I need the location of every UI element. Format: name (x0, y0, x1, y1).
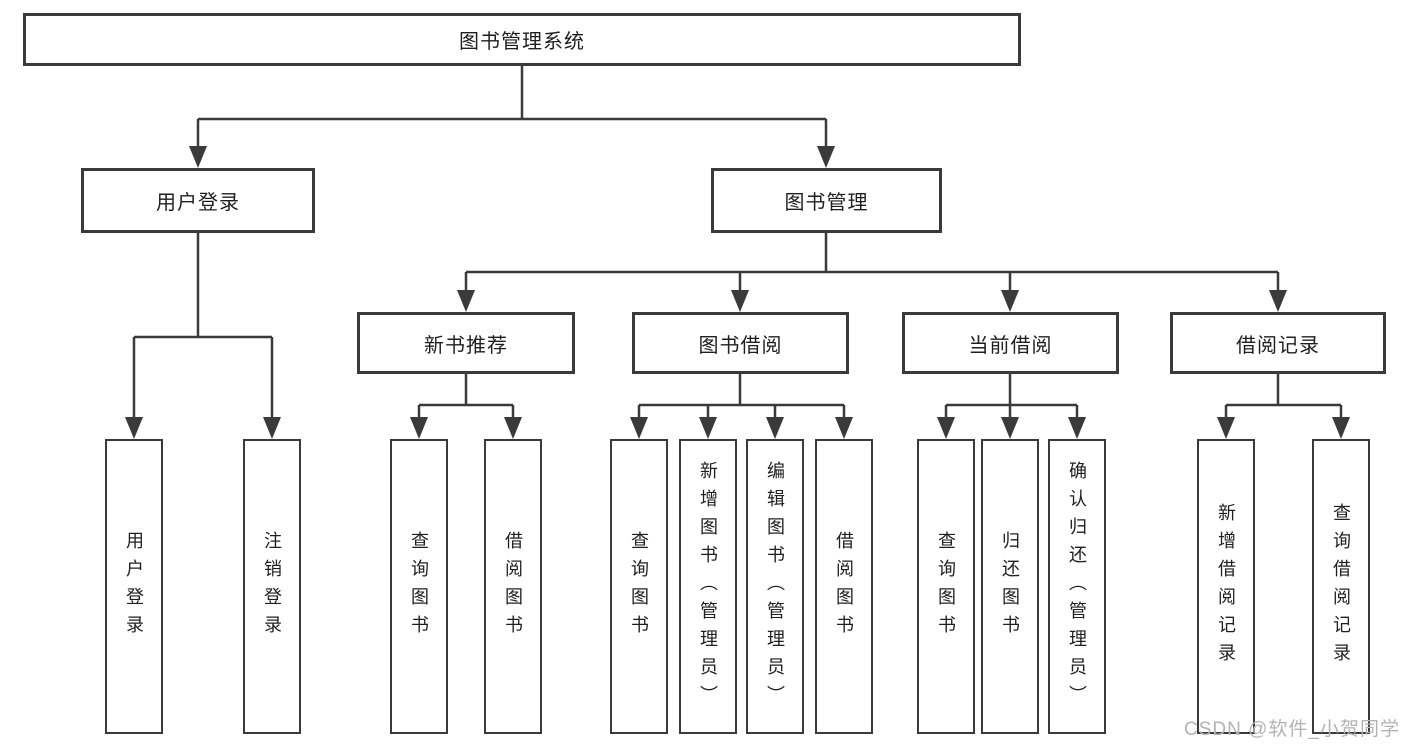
leaf-return-books: 归还图书 (981, 439, 1039, 734)
leaf-query-borrow-record: 查询借阅记录 (1312, 439, 1370, 734)
leaf-query-books-current: 查询图书 (917, 439, 975, 734)
leaf-edit-books-admin: 编辑图书（管理员） (746, 439, 804, 734)
node-root: 图书管理系统 (23, 13, 1021, 66)
leaf-user-login: 用户登录 (105, 439, 163, 734)
leaf-borrow-books-borrowing: 借阅图书 (815, 439, 873, 734)
leaf-logout: 注销登录 (243, 439, 301, 734)
watermark: CSDN @软件_小贺同学 (1184, 719, 1400, 740)
leaf-add-borrow-record: 新增借阅记录 (1197, 439, 1255, 734)
connector-current-borrow-branch (937, 374, 1086, 439)
connector-new-book-branch (410, 374, 522, 439)
leaf-query-books-recommend: 查询图书 (390, 439, 448, 734)
connector-user-login-branch (125, 233, 281, 439)
node-book-management: 图书管理 (711, 168, 942, 233)
leaf-add-books-admin: 新增图书（管理员） (679, 439, 737, 734)
node-user-login: 用户登录 (81, 168, 315, 233)
connector-book-borrow-branch (630, 374, 853, 439)
connector-root-to-level2 (189, 66, 835, 168)
leaf-borrow-books-recommend: 借阅图书 (484, 439, 542, 734)
connector-book-management-branch (457, 233, 1287, 312)
leaf-query-books-borrowing: 查询图书 (610, 439, 668, 734)
node-new-book-recommendation: 新书推荐 (357, 312, 575, 374)
leaf-confirm-return-admin: 确认归还（管理员） (1048, 439, 1106, 734)
node-book-borrowing: 图书借阅 (632, 312, 849, 374)
connector-borrow-records-branch (1217, 374, 1350, 439)
node-borrowing-records: 借阅记录 (1170, 312, 1386, 374)
node-current-borrowing: 当前借阅 (902, 312, 1119, 374)
